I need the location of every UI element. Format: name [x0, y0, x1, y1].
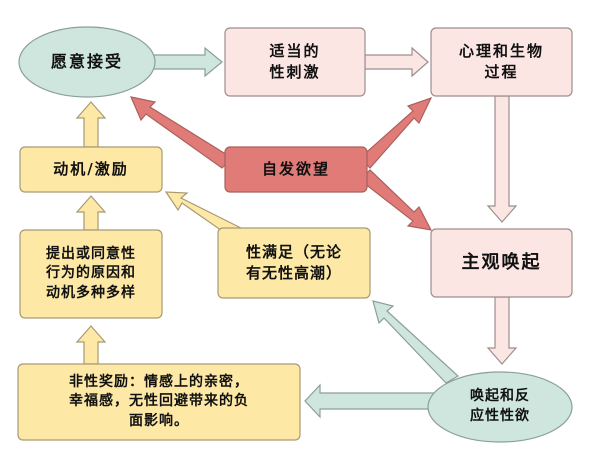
node-spontaneous-shape	[224, 146, 368, 193]
arrow-spontaneous-to-process	[359, 96, 433, 169]
node-satisfaction-line2: 有无性高潮）	[245, 264, 342, 282]
arrow-subjective-to-responsive	[486, 296, 518, 365]
node-motivation: 动机/激励	[20, 147, 162, 192]
node-willing: 愿意接受	[19, 27, 155, 97]
node-motivation-shape	[19, 146, 163, 193]
arrow-responsive-to-satisfaction	[372, 300, 460, 384]
node-stimuli-line1: 适当的	[269, 42, 321, 60]
arrow-spontaneous-to-subjective	[359, 169, 433, 231]
node-subjective-label: 主观唤起	[461, 252, 542, 274]
node-responsive-line1: 唤起和反	[470, 388, 530, 405]
arrow-process-to-subjective	[486, 95, 518, 223]
node-stimuli: 适当的 性刺激	[225, 28, 365, 96]
node-rewards-line2: 幸福感，无性回避带来的负	[69, 393, 249, 410]
node-spontaneous: 自发欲望	[225, 147, 367, 192]
arrow-willing-to-stimuli	[149, 46, 223, 78]
arrow-reasons-to-motivation	[75, 195, 107, 231]
node-process-line2: 过程	[484, 63, 519, 81]
node-process-line1: 心理和生物	[458, 42, 544, 60]
node-reasons-shape	[19, 229, 163, 319]
node-satisfaction-shape	[217, 227, 371, 299]
arrow-motivation-to-willing	[75, 101, 107, 148]
node-responsive: 唤起和反 应性性欲	[428, 372, 572, 442]
node-process: 心理和生物 过程	[431, 28, 572, 96]
node-rewards-shape	[17, 363, 301, 441]
node-subjective-shape	[430, 228, 573, 298]
node-rewards: 非性奖励：情感上的亲密， 幸福感，无性回避带来的负 面影响。	[18, 364, 300, 440]
arrow-stimuli-to-process	[364, 46, 429, 78]
node-stimuli-shape	[224, 27, 366, 97]
arrow-responsive-to-rewards	[304, 383, 436, 419]
node-responsive-shape	[427, 371, 573, 443]
node-spontaneous-label: 自发欲望	[261, 160, 330, 178]
node-reasons-line1: 提出或同意性	[46, 245, 136, 262]
node-responsive-line2: 应性性欲	[470, 408, 530, 424]
arrow-spontaneous-to-willing	[129, 96, 233, 169]
node-satisfaction-line1: 性满足（无论	[245, 243, 342, 261]
node-subjective: 主观唤起	[431, 229, 572, 297]
node-reasons-line2: 行为的原因和	[46, 265, 136, 282]
node-willing-shape	[18, 26, 156, 98]
node-process-shape	[430, 27, 573, 97]
node-rewards-line3: 面影响。	[129, 412, 189, 429]
node-stimuli-line2: 性刺激	[269, 63, 321, 81]
node-reasons-line3: 动机多种多样	[46, 284, 136, 301]
node-satisfaction: 性满足（无论 有无性高潮）	[218, 228, 370, 298]
node-motivation-label: 动机/激励	[53, 160, 129, 178]
node-willing-label: 愿意接受	[50, 51, 123, 71]
node-reasons: 提出或同意性 行为的原因和 动机多种多样	[20, 230, 162, 318]
arrow-rewards-to-reasons	[75, 325, 107, 365]
node-rewards-line1: 非性奖励：情感上的亲密，	[69, 373, 249, 390]
